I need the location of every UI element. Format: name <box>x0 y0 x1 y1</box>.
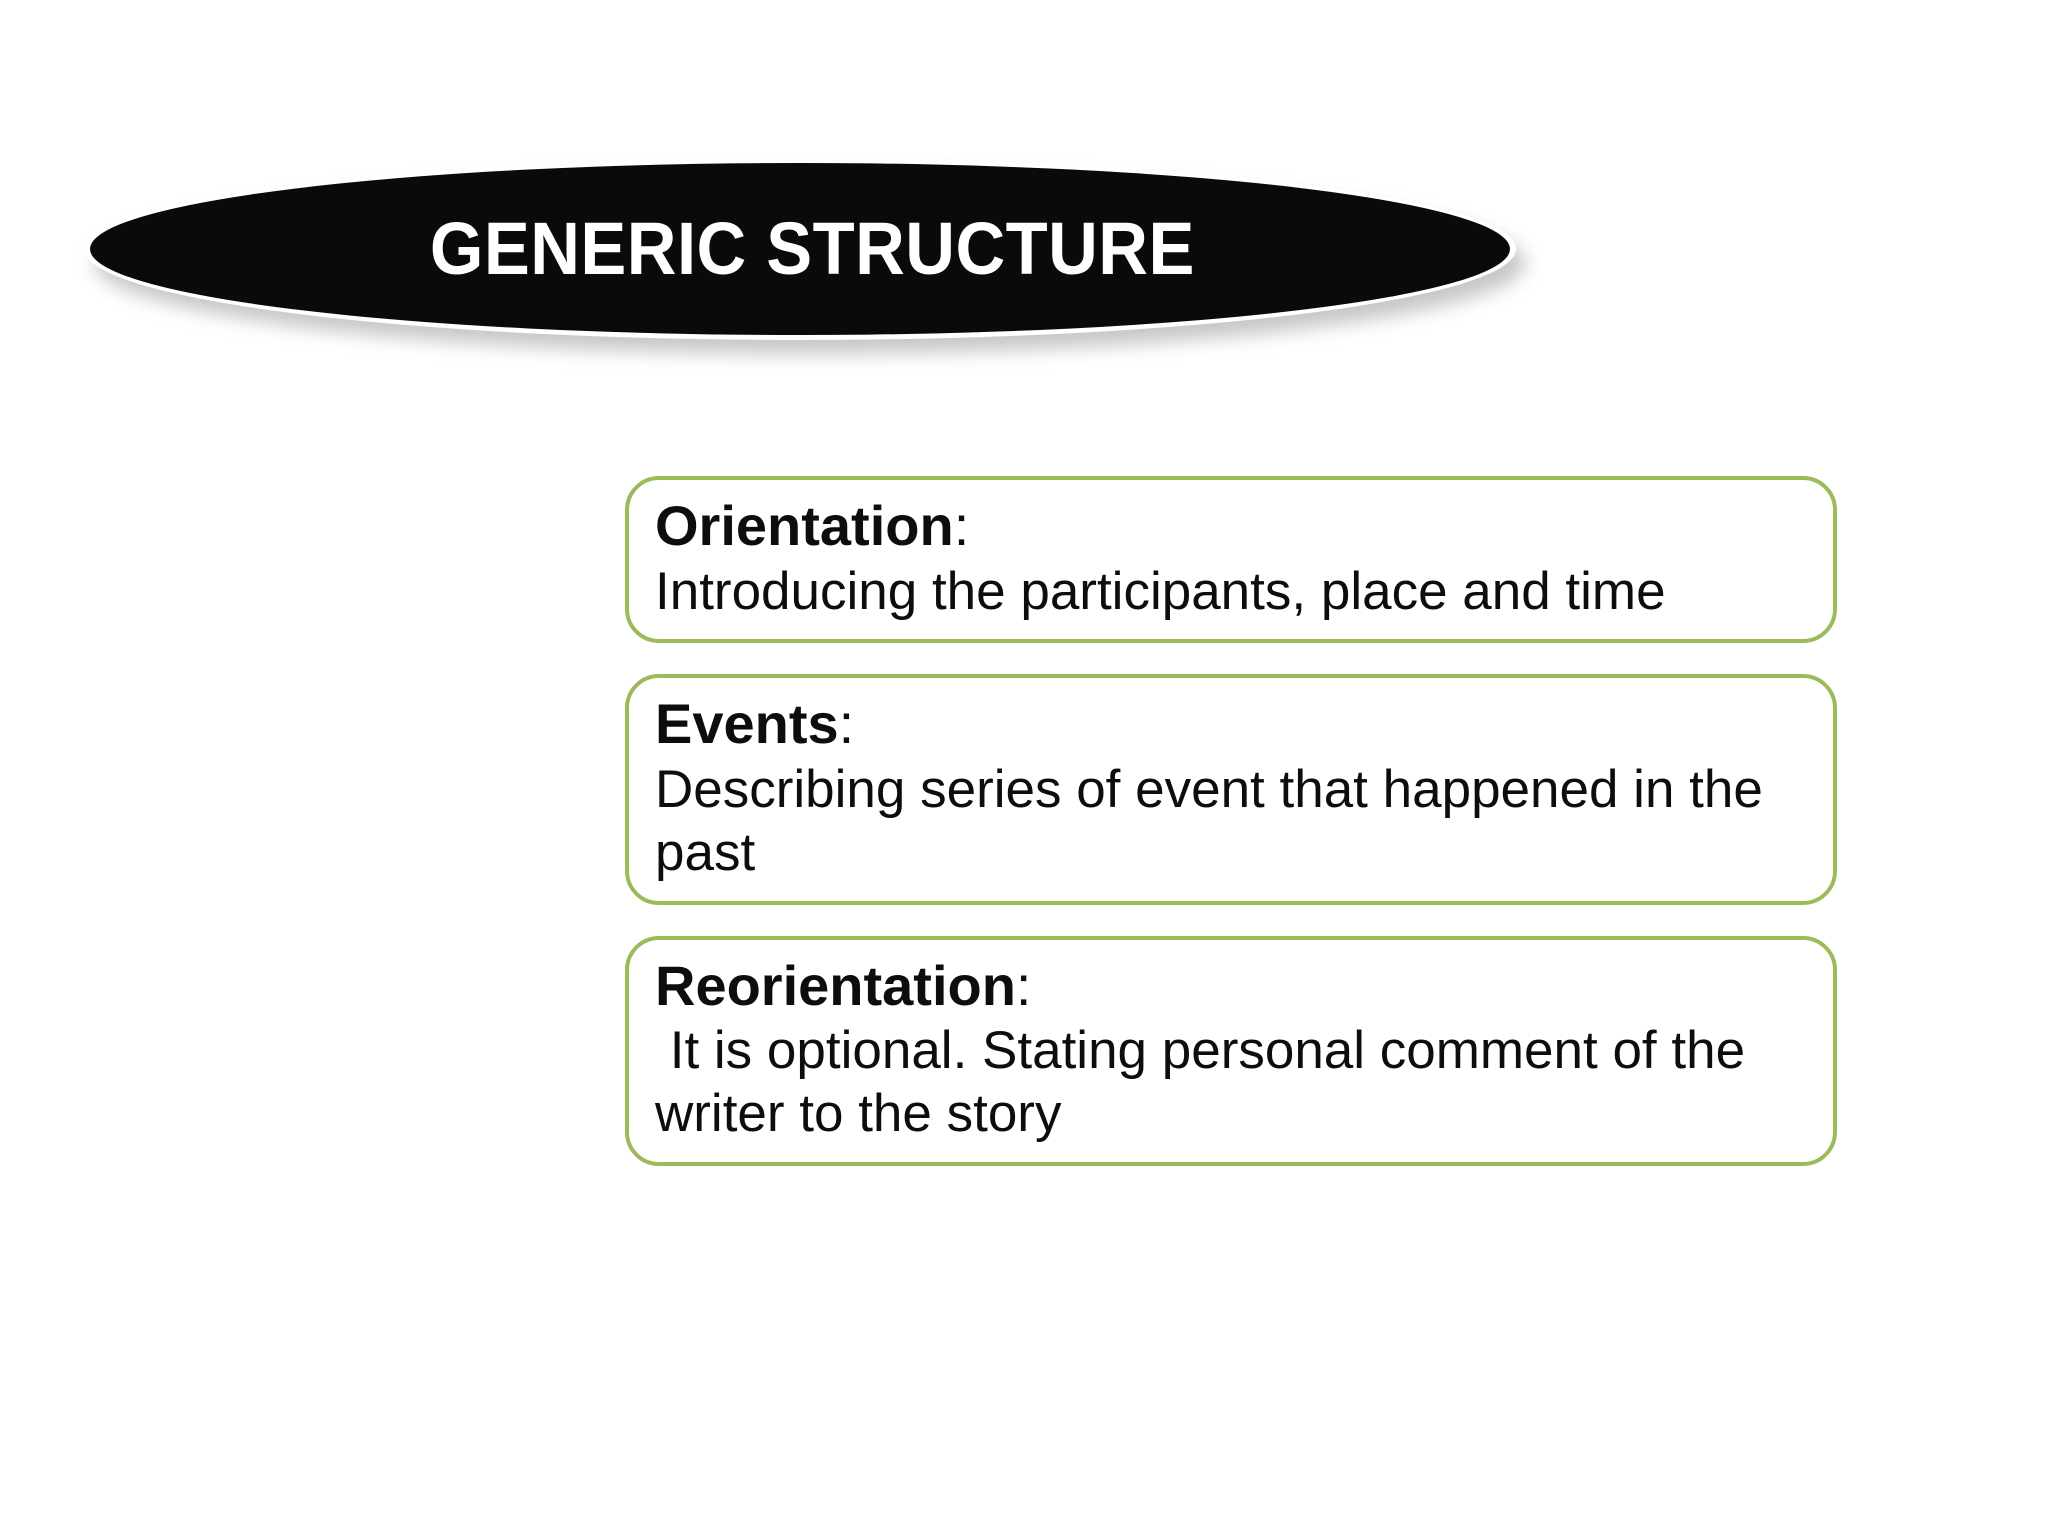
title-ellipse-shape: GENERIC STRUCTURE <box>90 163 1510 335</box>
structure-box-body: Describing series of event that happened… <box>655 760 1778 882</box>
structure-box-body: Introducing the participants, place and … <box>655 561 1666 621</box>
structure-box-list: Orientation: Introducing the participant… <box>625 476 1837 1166</box>
structure-box-colon: : <box>838 692 855 756</box>
structure-box-orientation: Orientation: Introducing the participant… <box>625 476 1837 644</box>
structure-box-colon: : <box>1015 953 1032 1017</box>
structure-box-heading: Events: <box>655 692 1807 757</box>
structure-box-label: Orientation <box>655 494 954 557</box>
structure-box-label: Reorientation <box>655 953 1016 1017</box>
structure-box-heading: Orientation: <box>655 494 1807 559</box>
slide-title-text: GENERIC STRUCTURE <box>429 207 1195 290</box>
structure-box-events: Events: Describing series of event that … <box>625 674 1837 905</box>
structure-box-heading: Reorientation: <box>655 954 1807 1019</box>
structure-box-colon: : <box>953 494 970 557</box>
structure-box-reorientation: Reorientation: It is optional. Stating p… <box>625 935 1837 1166</box>
structure-box-label: Events <box>655 692 839 756</box>
slide-title-banner: GENERIC STRUCTURE <box>84 158 1526 354</box>
structure-box-body: It is optional. Stating personal comment… <box>655 1021 1760 1143</box>
